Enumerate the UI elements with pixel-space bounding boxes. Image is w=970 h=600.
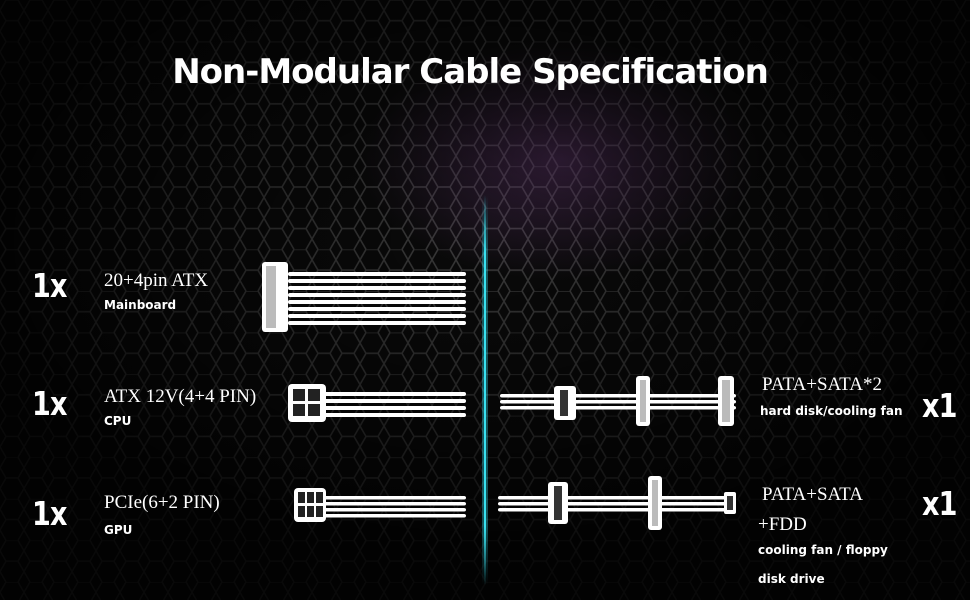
right-name-2-line-2: +FDD [758, 514, 807, 535]
center-divider [484, 195, 486, 585]
left-name-3: PCIe(6+2 PIN) [104, 492, 220, 513]
right-count-2: x1 [922, 484, 957, 523]
page-title: Non-Modular Cable Specification [172, 52, 769, 92]
atx-12v-cable-icon [288, 384, 466, 422]
atx-24pin-cable-icon [262, 262, 466, 332]
left-name-1: 20+4pin ATX [104, 270, 209, 291]
right-sub-2-line-2: disk drive [758, 572, 825, 586]
pata-sata-2-cable-icon [500, 376, 736, 426]
right-name-1-line-1: PATA+SATA*2 [762, 374, 882, 395]
right-sub-2-line-1: cooling fan / floppy [758, 543, 888, 557]
right-name-2-line-1: PATA+SATA [762, 484, 863, 505]
pcie-cable-icon [294, 488, 466, 522]
left-count-1: 1x [32, 266, 67, 305]
right-sub-1-line-1: hard disk/cooling fan [760, 404, 903, 418]
pata-sata-fdd-cable-icon [498, 476, 736, 530]
left-sub-2: CPU [104, 414, 132, 428]
left-name-2: ATX 12V(4+4 PIN) [104, 386, 257, 407]
left-sub-1: Mainboard [104, 298, 177, 312]
left-count-2: 1x [32, 384, 67, 423]
left-sub-3: GPU [104, 523, 133, 537]
right-count-1: x1 [922, 386, 957, 425]
left-count-3: 1x [32, 494, 67, 533]
